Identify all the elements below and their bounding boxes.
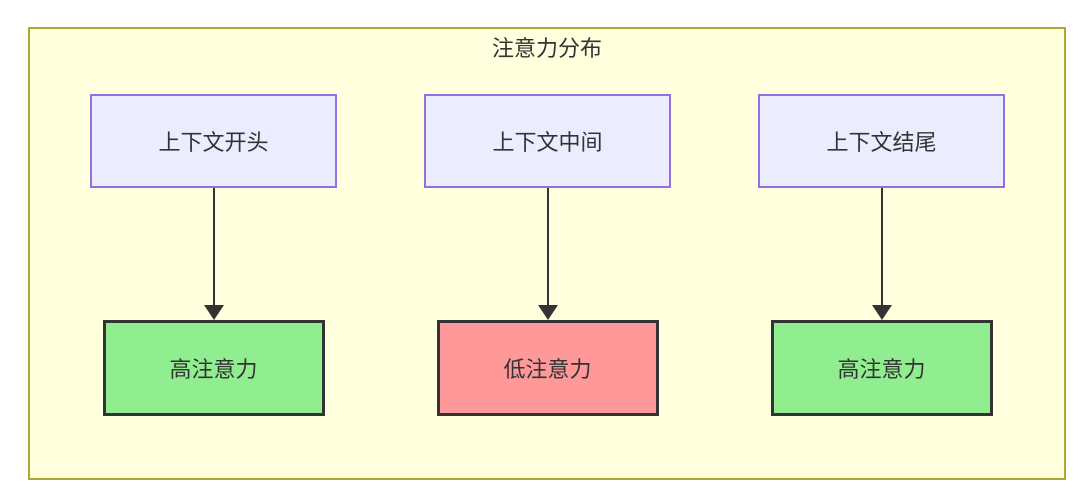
source-node-label: 上下文结尾 [826, 130, 937, 155]
source-node-context-middle: 上下文中间 [424, 94, 671, 188]
source-node-context-end: 上下文结尾 [758, 94, 1005, 188]
arrow-line [212, 188, 215, 307]
arrow-head [537, 305, 558, 320]
arrow-down-icon [758, 188, 1005, 320]
attention-distribution-cluster: 注意力分布 上下文开头 高注意力 上下文中间 低注意力 [28, 27, 1066, 480]
source-node-context-start: 上下文开头 [90, 94, 337, 188]
arrow-line [546, 188, 549, 307]
result-node-low-attention: 低注意力 [436, 320, 659, 416]
arrow-down-icon [424, 188, 671, 320]
result-node-high-attention: 高注意力 [102, 320, 325, 416]
flow-column-context-start: 上下文开头 高注意力 [90, 94, 337, 416]
result-node-label: 高注意力 [837, 357, 926, 382]
arrow-head [203, 305, 224, 320]
result-node-high-attention: 高注意力 [770, 320, 993, 416]
arrow-head [871, 305, 892, 320]
flow-column-context-middle: 上下文中间 低注意力 [424, 94, 671, 416]
arrow-down-icon [90, 188, 337, 320]
result-node-label: 低注意力 [503, 357, 592, 382]
source-node-label: 上下文开头 [158, 130, 269, 155]
arrow-line [880, 188, 883, 307]
flow-column-context-end: 上下文结尾 高注意力 [758, 94, 1005, 416]
source-node-label: 上下文中间 [492, 130, 603, 155]
cluster-title: 注意力分布 [491, 36, 602, 61]
result-node-label: 高注意力 [169, 357, 258, 382]
